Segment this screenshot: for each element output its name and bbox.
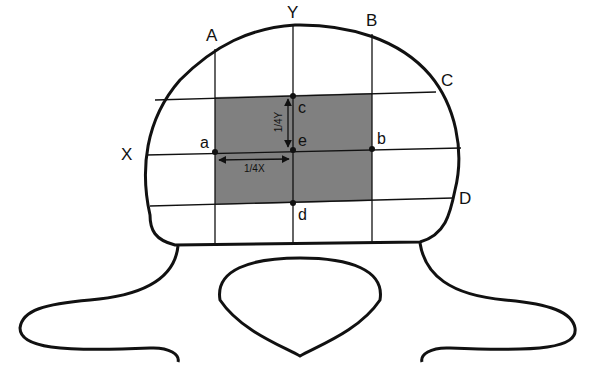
point-letter: a	[200, 135, 209, 151]
dimension-label: 1/4X	[244, 164, 265, 174]
grid-letter: D	[459, 190, 471, 207]
dimension-arrow	[287, 99, 288, 147]
point-letter: e	[298, 133, 307, 149]
point-dots	[212, 93, 375, 206]
point-letter: d	[298, 207, 307, 223]
grid-letter: A	[206, 27, 217, 44]
point-letter: b	[377, 131, 386, 147]
grid-letter: C	[441, 72, 453, 89]
point-letter: c	[298, 100, 306, 116]
left-transverse-process	[20, 246, 178, 362]
grid-letter: B	[366, 12, 377, 29]
vertebral-body-outline	[145, 25, 458, 245]
spinal-canal	[220, 258, 381, 356]
dimension-label: 1/4Y	[274, 112, 284, 133]
grid-letter: X	[121, 146, 132, 163]
right-transverse-process	[420, 243, 575, 362]
dimension-arrow	[219, 159, 289, 160]
grid-letter: Y	[287, 4, 298, 21]
